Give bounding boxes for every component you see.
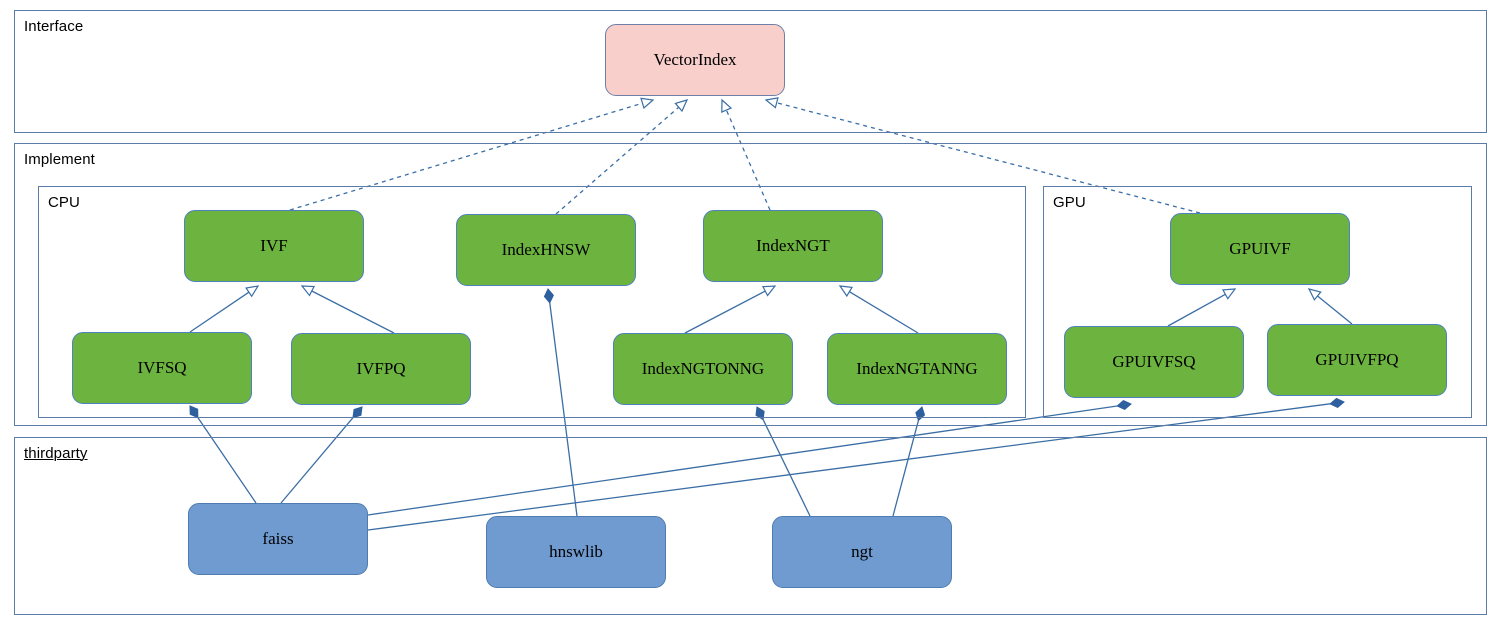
- container-thirdparty: [14, 437, 1487, 615]
- node-faiss[interactable]: faiss: [188, 503, 368, 575]
- node-label-gpuivfsq: GPUIVFSQ: [1112, 351, 1196, 371]
- node-label-ivf: IVF: [260, 235, 288, 255]
- node-indexngt[interactable]: IndexNGT: [703, 210, 883, 282]
- node-gpuivf[interactable]: GPUIVF: [1170, 213, 1350, 285]
- node-label-indexhnsw: IndexHNSW: [501, 239, 591, 259]
- container-interface: [14, 10, 1487, 133]
- node-ngt[interactable]: ngt: [772, 516, 952, 588]
- container-cpu: [38, 186, 1026, 418]
- node-ivfpq[interactable]: IVFPQ: [291, 333, 471, 405]
- node-label-indexngtonng: IndexNGTONNG: [641, 358, 765, 378]
- node-label-faiss: faiss: [262, 528, 294, 548]
- node-label-ivfsq: IVFSQ: [137, 357, 187, 377]
- container-label-gpu: GPU: [1053, 194, 1086, 211]
- node-label-gpuivfpq: GPUIVFPQ: [1315, 349, 1399, 369]
- container-label-thirdparty: thirdparty: [24, 445, 88, 462]
- node-label-indexngtanng: IndexNGTANNG: [856, 358, 978, 378]
- node-label-hnswlib: hnswlib: [549, 541, 603, 561]
- node-ivfsq[interactable]: IVFSQ: [72, 332, 252, 404]
- container-implement: [14, 143, 1487, 426]
- node-indexngtonng[interactable]: IndexNGTONNG: [613, 333, 793, 405]
- node-label-vectorindex: VectorIndex: [653, 49, 737, 69]
- container-label-interface: Interface: [24, 18, 84, 35]
- node-hnswlib[interactable]: hnswlib: [486, 516, 666, 588]
- container-label-cpu: CPU: [48, 194, 80, 211]
- node-indexhnsw[interactable]: IndexHNSW: [456, 214, 636, 286]
- node-indexngtanng[interactable]: IndexNGTANNG: [827, 333, 1007, 405]
- container-gpu: [1043, 186, 1472, 418]
- container-label-implement: Implement: [24, 151, 95, 168]
- node-gpuivfsq[interactable]: GPUIVFSQ: [1064, 326, 1244, 398]
- node-label-ivfpq: IVFPQ: [356, 358, 406, 378]
- node-label-ngt: ngt: [851, 541, 873, 561]
- node-ivf[interactable]: IVF: [184, 210, 364, 282]
- node-gpuivfpq[interactable]: GPUIVFPQ: [1267, 324, 1447, 396]
- node-label-indexngt: IndexNGT: [756, 235, 830, 255]
- node-label-gpuivf: GPUIVF: [1229, 238, 1291, 258]
- node-vectorindex[interactable]: VectorIndex: [605, 24, 785, 96]
